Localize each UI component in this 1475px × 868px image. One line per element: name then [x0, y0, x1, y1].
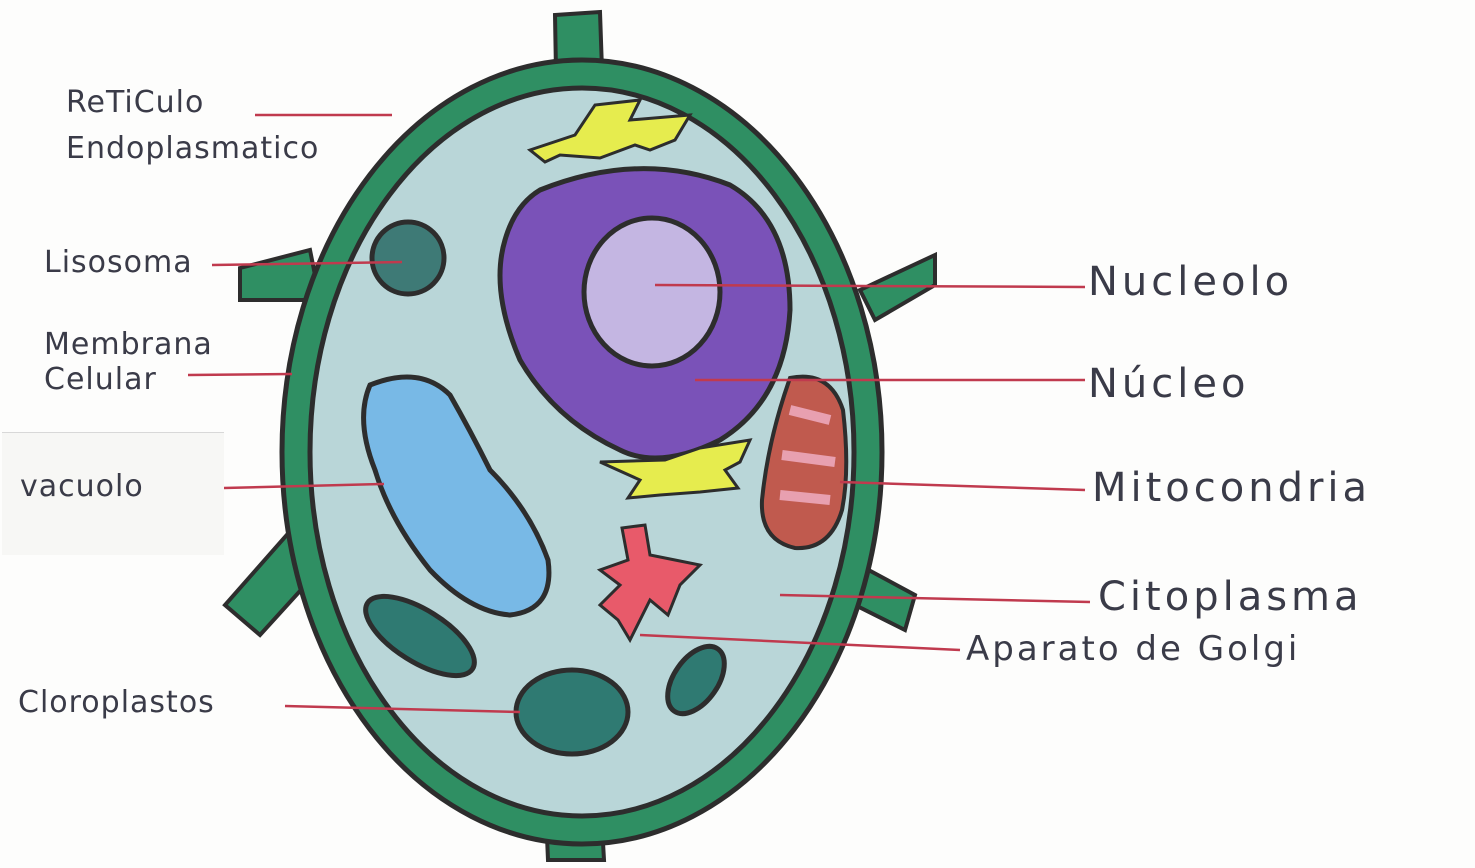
- label-endoplasmatico: Endoplasmatico: [66, 134, 319, 164]
- label-mitocondria: Mitocondria: [1092, 468, 1371, 508]
- label-reticulo: ReTiCulo: [66, 88, 204, 118]
- label-citoplasma: Citoplasma: [1098, 577, 1363, 617]
- chloroplast-bottom: [516, 670, 628, 754]
- label-celular: Celular: [44, 365, 157, 395]
- nucleolus: [584, 218, 720, 366]
- label-nucleolo: Nucleolo: [1088, 262, 1293, 302]
- label-vacuolo: vacuolo: [20, 472, 144, 502]
- label-nucleo: Núcleo: [1088, 364, 1249, 404]
- label-lisosoma: Lisosoma: [44, 248, 193, 278]
- label-membrana: Membrana: [44, 330, 213, 360]
- label-aparato-golgi: Aparato de Golgi: [966, 632, 1300, 666]
- lysosome: [372, 222, 444, 294]
- label-cloroplastos: Cloroplastos: [18, 688, 215, 718]
- leader-line-membrana: [188, 374, 292, 375]
